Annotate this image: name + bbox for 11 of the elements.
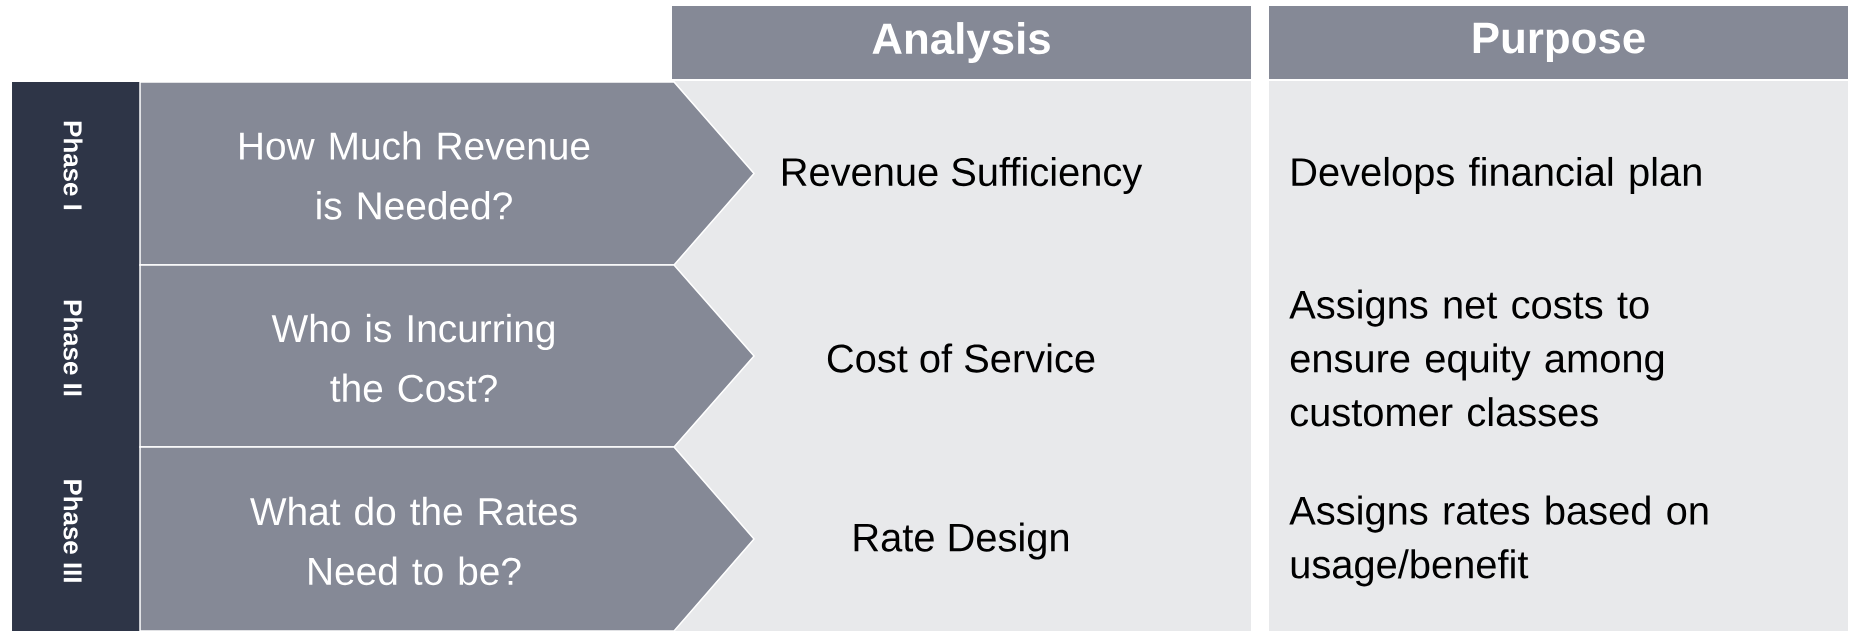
question-banner: Who is Incurring the Cost? <box>139 264 755 448</box>
column-header: Analysis <box>672 6 1251 79</box>
column-header: Purpose <box>1269 6 1848 79</box>
phase-label: Phase III <box>63 480 83 582</box>
question-banner: What do the Rates Need to be? <box>139 446 755 631</box>
purpose-panel: Develops financial plan Assigns net costs to ensure equity among customer classes Assigns rates based on usage/benefit <box>1269 81 1848 631</box>
phase-label: Phase I <box>63 121 83 210</box>
phase-band <box>12 82 140 631</box>
phase-label: Phase II <box>63 300 83 396</box>
analysis-panel: Revenue Sufficiency Cost of Service Rate Design <box>674 81 1251 631</box>
question-banner: How Much Revenue is Needed? <box>139 81 755 266</box>
